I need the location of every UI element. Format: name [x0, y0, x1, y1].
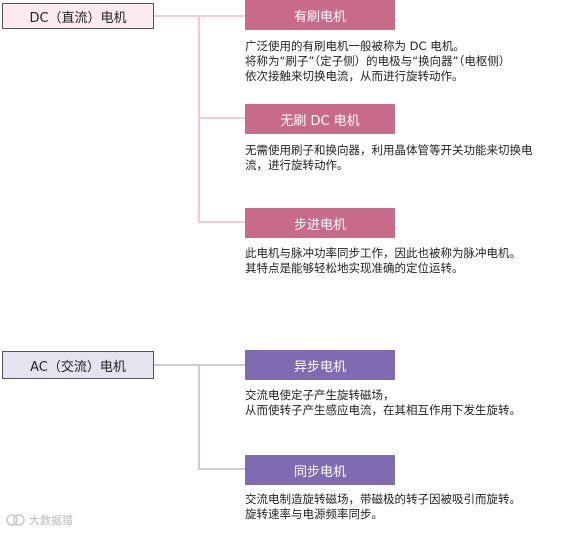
description-line: 交流电使定子产生旋转磁场，: [245, 388, 395, 402]
dc-connector-vertical: [198, 15, 200, 223]
synchronous-motor-label: 同步电机: [245, 455, 395, 485]
description-line: 广泛使用的有刷电机一般被称为 DC 电机。: [245, 39, 465, 53]
synchronous-motor-description: 交流电制造旋转磁场，带磁极的转子因被吸引而旋转。 旋转速率与电源频率同步。: [245, 492, 521, 522]
asynchronous-motor-label: 异步电机: [245, 350, 395, 380]
watermark: 大数据猎: [6, 512, 73, 528]
watermark-text: 大数据猎: [29, 514, 73, 527]
ac-motor-root: AC（交流）电机: [2, 351, 154, 379]
ac-connector-vertical: [198, 364, 200, 470]
description-line: 流，进行旋转动作。: [245, 158, 349, 172]
description-line: 将称为“刷子”（定子侧）的电极与“换向器”（电枢侧）: [245, 54, 511, 68]
description-line: 无需使用刷子和换向器，利用晶体管等开关功能来切换电: [245, 143, 533, 157]
dc-motor-root: DC（直流）电机: [2, 3, 154, 29]
brushed-motor-label: 有刷电机: [245, 0, 395, 30]
brushed-motor-description: 广泛使用的有刷电机一般被称为 DC 电机。 将称为“刷子”（定子侧）的电极与“换…: [245, 39, 510, 84]
dc-connector-branch-2: [198, 221, 245, 223]
dc-connector-branch-1: [198, 117, 245, 119]
description-line: 依次接触来切换电流，从而进行旋转动作。: [245, 69, 464, 83]
description-line: 交流电制造旋转磁场，带磁极的转子因被吸引而旋转。: [245, 492, 521, 506]
asynchronous-motor-description: 交流电使定子产生旋转磁场， 从而使转子产生感应电流，在其相互作用下发生旋转。: [245, 388, 521, 418]
description-line: 此电机与脉冲功率同步工作，因此也被称为脉冲电机。: [245, 246, 521, 260]
ac-connector-branch-1: [198, 468, 245, 470]
stepper-motor-label: 步进电机: [245, 208, 395, 238]
description-line: 其特点是能够轻松地实现准确的定位运转。: [245, 261, 464, 275]
stepper-motor-description: 此电机与脉冲功率同步工作，因此也被称为脉冲电机。 其特点是能够轻松地实现准确的定…: [245, 246, 521, 276]
brushless-dc-motor-description: 无需使用刷子和换向器，利用晶体管等开关功能来切换电 流，进行旋转动作。: [245, 143, 533, 173]
brushless-dc-motor-label: 无刷 DC 电机: [245, 104, 395, 134]
description-line: 从而使转子产生感应电流，在其相互作用下发生旋转。: [245, 403, 521, 417]
watermark-logo-icon: [6, 514, 25, 526]
description-line: 旋转速率与电源频率同步。: [245, 507, 383, 521]
